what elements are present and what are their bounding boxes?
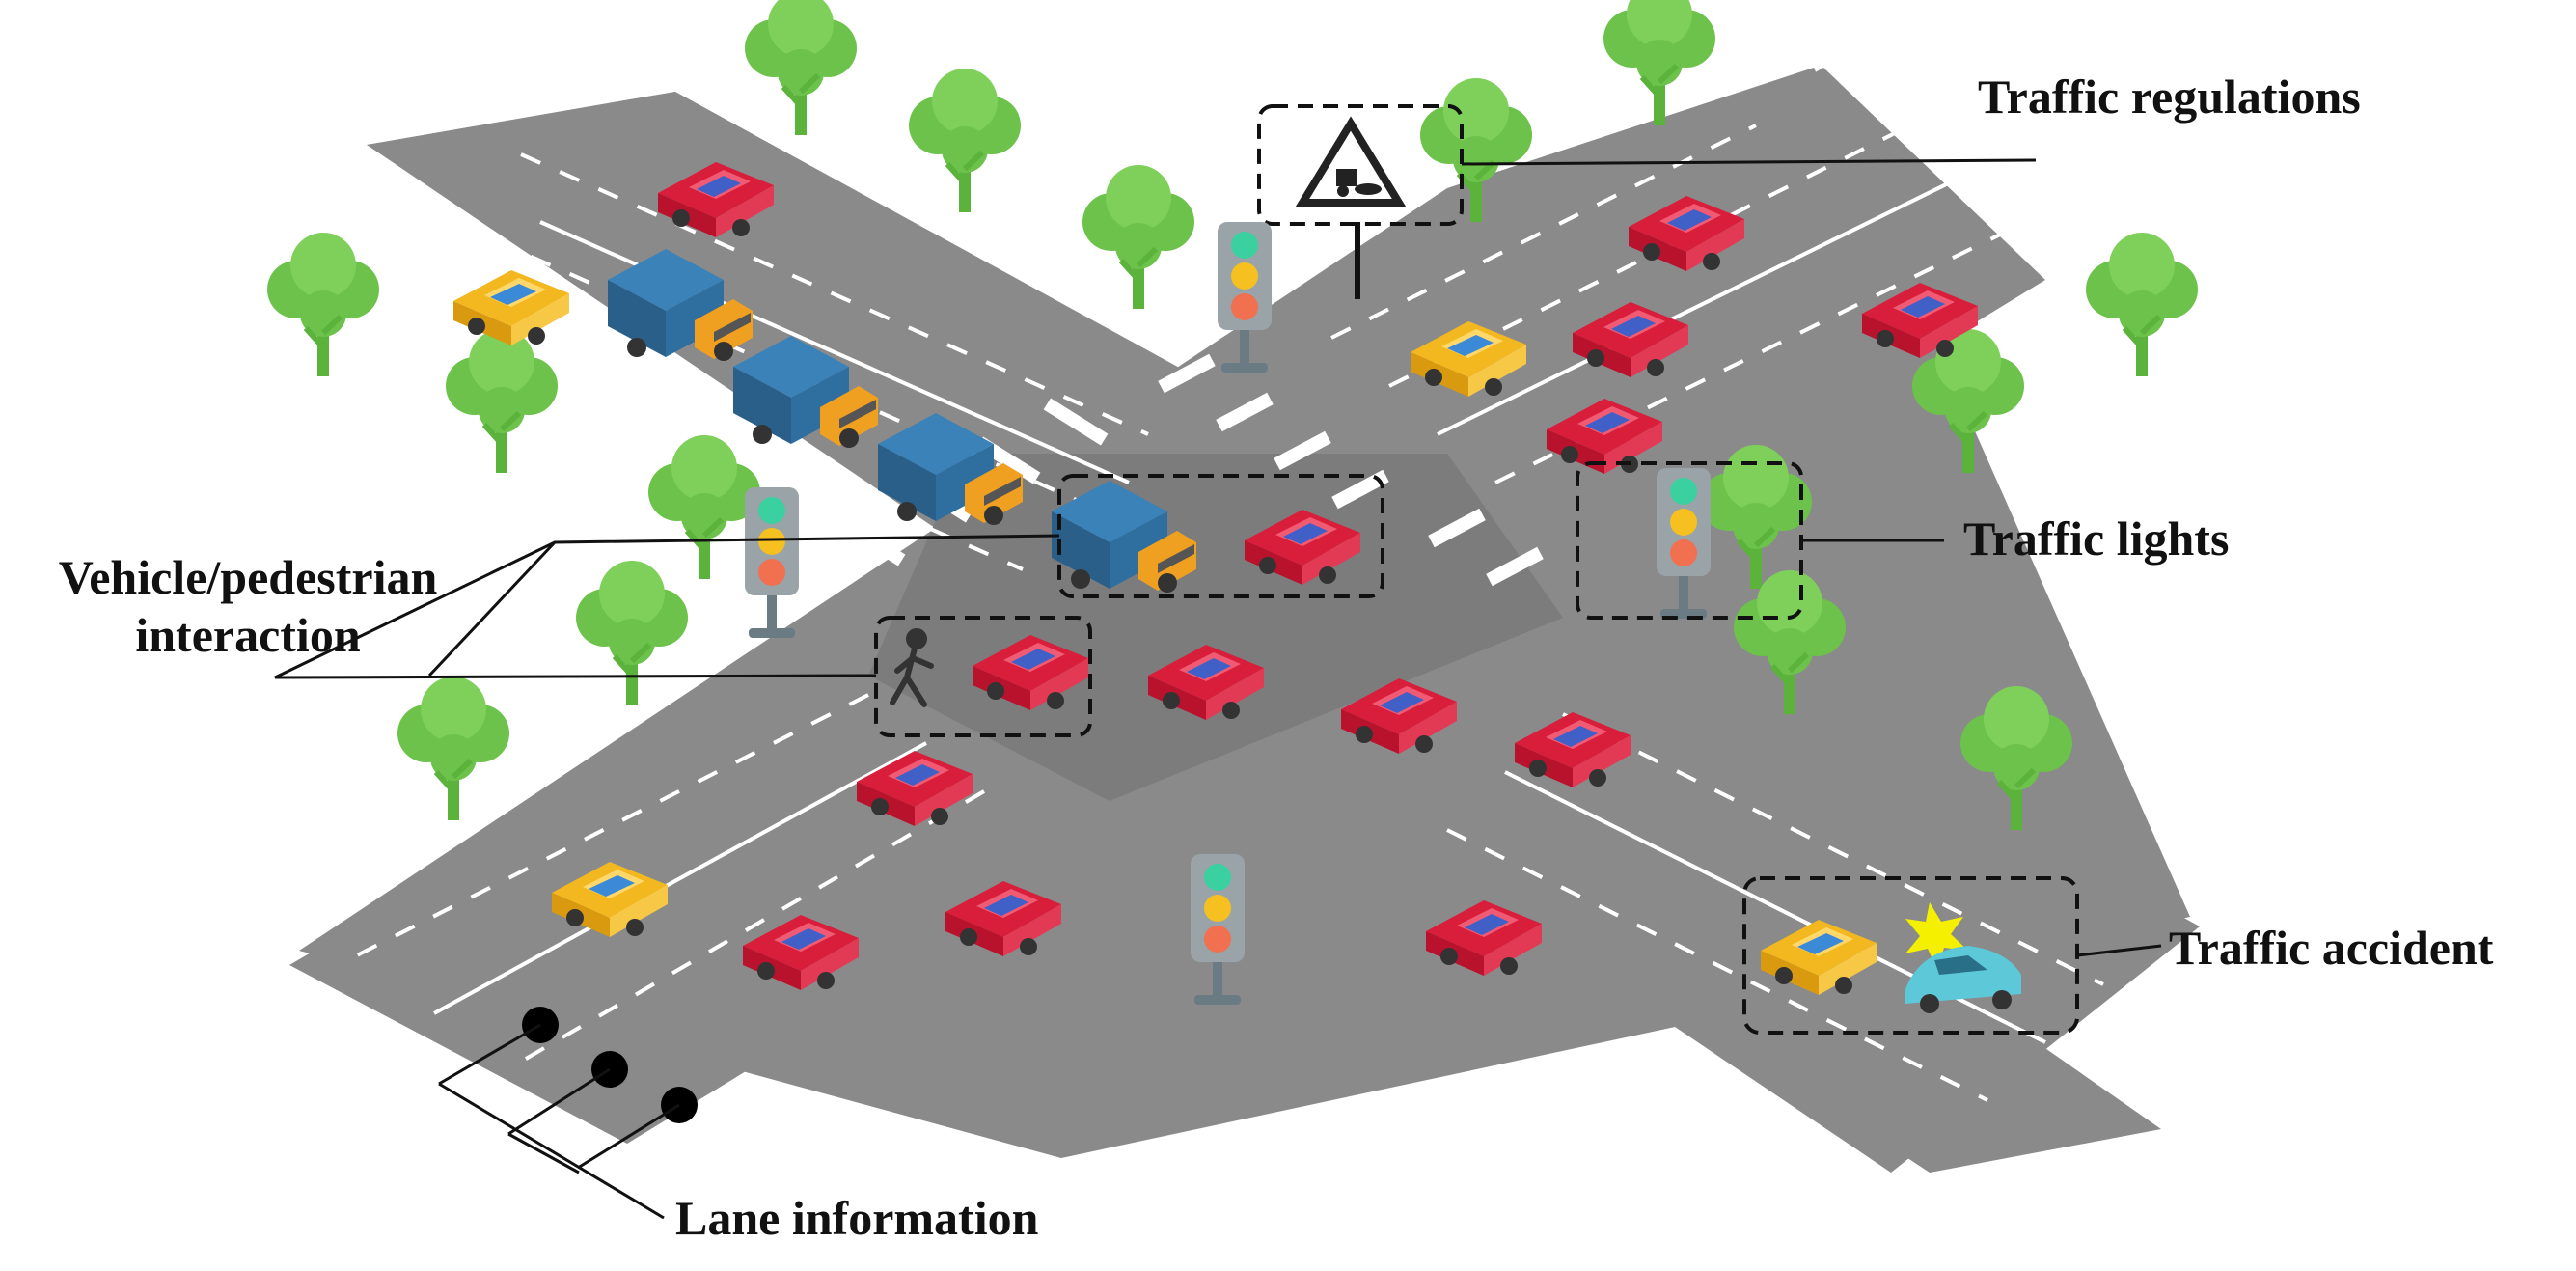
interaction-label-line1: Vehicle/pedestrian <box>58 550 438 604</box>
accident-callout <box>1742 876 2162 1035</box>
tree-icon <box>446 329 558 473</box>
crosswalk-stripe <box>1216 392 1274 432</box>
warning-triangle-sign-icon <box>1295 116 1407 207</box>
lights-callout <box>1576 461 1944 620</box>
traffic-regulations-label: Traffic regulations <box>1978 69 2361 124</box>
tree-icon <box>576 561 688 705</box>
lane-line <box>433 741 927 1015</box>
lane-info <box>438 1007 698 1220</box>
traffic-lights-label: Traffic lights <box>1963 511 2230 566</box>
tree-icon <box>397 677 509 820</box>
crosswalk-stripe <box>1428 508 1486 548</box>
crosswalk-stripe <box>1043 398 1109 446</box>
tree-icon <box>648 435 760 579</box>
lane-line <box>520 152 1149 436</box>
intersection-center <box>868 454 1563 801</box>
crosswalk-stripe <box>1331 469 1389 510</box>
interaction-leader-line-lower <box>274 540 877 679</box>
crosswalk-stripe <box>1274 430 1331 471</box>
lane-line <box>1562 712 2104 986</box>
lane-line <box>356 693 869 957</box>
lane-line <box>1446 828 1988 1102</box>
blue-car <box>1905 946 2021 1013</box>
tree-icon <box>2086 233 2198 376</box>
lane-line <box>1437 162 1988 436</box>
traffic-light-icon <box>745 487 799 638</box>
accident-leader-line <box>2076 944 2162 957</box>
tree-icon <box>267 233 379 376</box>
walking-pedestrian-icon <box>890 628 934 707</box>
regulation-callout-box <box>1257 104 1464 226</box>
yellow-car <box>453 270 569 345</box>
crosswalk-stripe <box>1158 353 1216 394</box>
crosswalk-stripe <box>1486 546 1544 587</box>
collision-star-icon <box>1905 902 1968 970</box>
lane-line <box>519 789 986 1064</box>
crosswalk-stripe <box>840 518 906 566</box>
lane-line <box>385 288 1024 571</box>
regulations-leader-line <box>1461 158 2037 166</box>
tree-icon <box>909 69 1021 212</box>
tree-icon <box>1082 165 1194 309</box>
vehicle-pedestrian-interaction-label: Vehicle/pedestrian interaction <box>17 548 479 664</box>
interaction-callout-box-pedestrian <box>874 616 1092 737</box>
regulation-sign <box>1257 104 1464 299</box>
lane-information-label: Lane information <box>675 1191 1039 1245</box>
interaction-label-line2: interaction <box>135 608 361 662</box>
traffic-accident-label: Traffic accident <box>2169 921 2494 975</box>
interaction-callout-box-vehicles <box>1057 474 1384 598</box>
lane-line <box>1330 124 1757 340</box>
lane-leader-lines <box>438 1023 680 1220</box>
interaction-callouts <box>274 474 1384 737</box>
tree-icon <box>745 0 857 135</box>
